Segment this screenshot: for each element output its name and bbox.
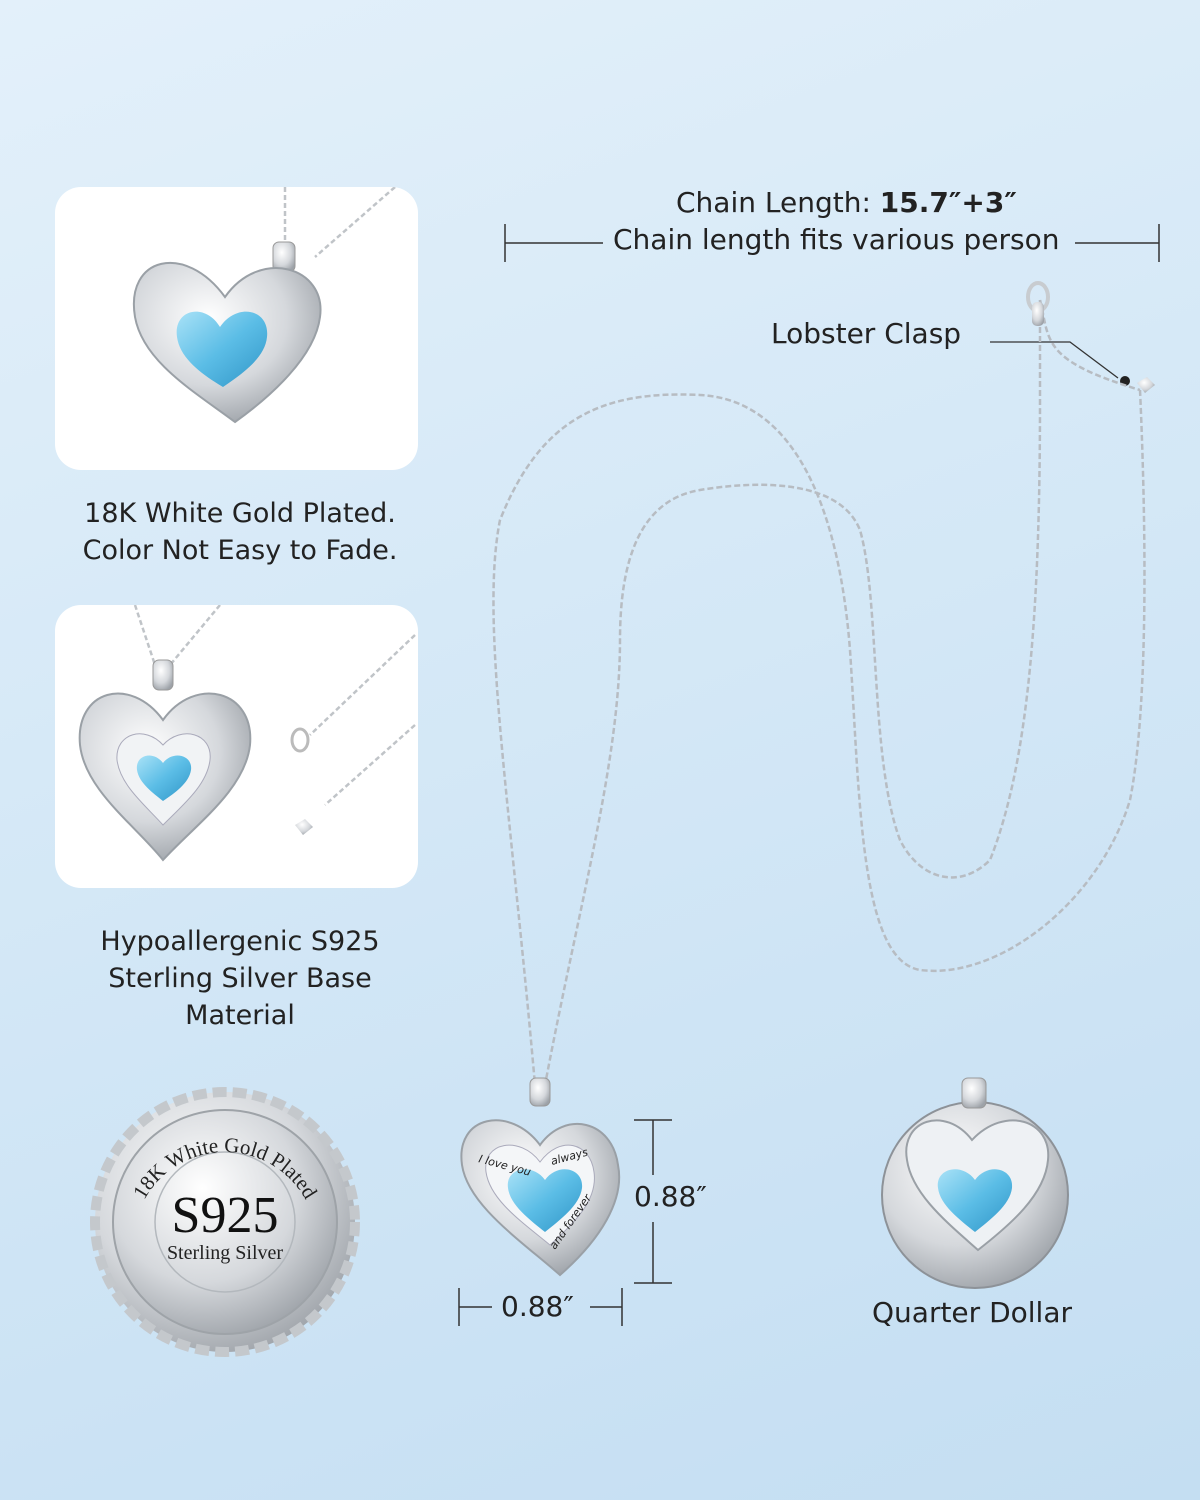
feature-card-pendant-back xyxy=(55,605,418,888)
main-pendant-image: I love you always and forever xyxy=(460,1077,621,1277)
clasp-pointer-line xyxy=(990,341,1119,379)
feature-card-pendant-closeup xyxy=(55,187,418,470)
quarter-coin-comparison xyxy=(881,1077,1069,1289)
pendant-height-label: 0.88″ xyxy=(634,1180,707,1213)
necklace-chain xyxy=(492,299,1146,1086)
chain-length-value: 15.7″+3″ xyxy=(879,186,1017,219)
lobster-clasp-label: Lobster Clasp xyxy=(771,317,962,350)
badge-sub-text: Sterling Silver xyxy=(167,1242,283,1264)
chain-dimension-line xyxy=(504,224,1160,262)
pendant-width-label: 0.88″ xyxy=(501,1290,574,1323)
feature-caption-material: Hypoallergenic S925 Sterling Silver Base… xyxy=(30,923,450,1034)
pendant-dimension-lines xyxy=(458,1119,672,1326)
feature-caption-plating: 18K White Gold Plated. Color Not Easy to… xyxy=(30,495,450,569)
pendant-back-image xyxy=(78,605,416,862)
s925-badge-seal: 18K White Gold Plated S925 Sterling Silv… xyxy=(90,1087,360,1357)
lobster-clasp-icon xyxy=(1026,281,1155,393)
chain-length-title: Chain Length: 15.7″+3″ xyxy=(676,186,1017,219)
caption-line: Hypoallergenic S925 xyxy=(100,926,380,957)
pendant-closeup-image xyxy=(132,187,396,424)
chain-length-prefix: Chain Length: xyxy=(676,186,880,219)
badge-main-text: S925 xyxy=(172,1187,279,1244)
caption-line: 18K White Gold Plated. xyxy=(84,498,396,529)
caption-line: Sterling Silver Base xyxy=(108,963,372,994)
caption-line: Material xyxy=(185,1000,295,1031)
caption-line: Color Not Easy to Fade. xyxy=(82,535,398,566)
quarter-dollar-label: Quarter Dollar xyxy=(872,1296,1072,1329)
chain-length-subtitle: Chain length fits various person xyxy=(613,223,1060,256)
